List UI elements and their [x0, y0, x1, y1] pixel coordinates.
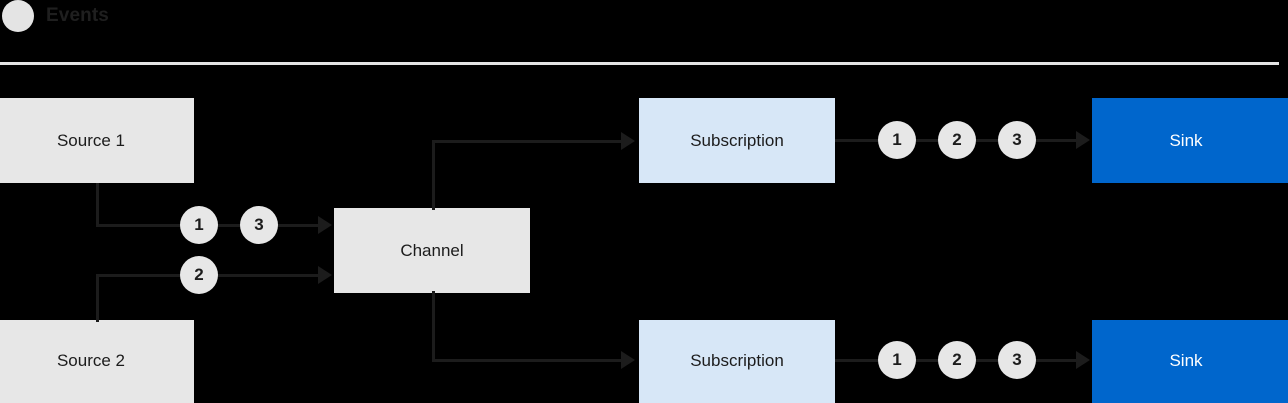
event-token-source-2-a[interactable]: 2 [180, 256, 218, 294]
edge-source-1-channel-arrowhead [318, 216, 332, 234]
edge-channel-subscription-1-arrowhead [621, 132, 635, 150]
edge-channel-subscription-1-segment-vertical [432, 140, 435, 210]
event-token-subscription-2-a[interactable]: 1 [878, 341, 916, 379]
node-channel[interactable]: Channel [334, 208, 530, 293]
node-source-1-label: Source 1 [56, 130, 126, 150]
node-subscription-2[interactable]: Subscription [639, 320, 835, 403]
node-sink-2[interactable]: Sink [1092, 320, 1288, 403]
node-source-2[interactable]: Source 2 [0, 320, 194, 403]
node-source-2-label: Source 2 [56, 350, 126, 370]
header-divider [0, 62, 1279, 65]
node-sink-2-label: Sink [1169, 350, 1203, 370]
edge-subscription-1-sink-1-arrowhead [1076, 131, 1090, 149]
edge-channel-subscription-2-segment-horizontal [432, 359, 623, 362]
event-token-subscription-2-c[interactable]: 3 [998, 341, 1036, 379]
edge-source-2-channel-segment-vertical [96, 274, 99, 322]
event-token-source-1-b[interactable]: 3 [240, 206, 278, 244]
edge-source-2-channel-arrowhead [318, 266, 332, 284]
event-token-source-1-a[interactable]: 1 [180, 206, 218, 244]
node-subscription-2-label: Subscription [690, 350, 784, 370]
node-subscription-1-label: Subscription [690, 130, 784, 150]
node-sink-1-label: Sink [1169, 130, 1203, 150]
node-sink-1[interactable]: Sink [1092, 98, 1288, 183]
node-subscription-1[interactable]: Subscription [639, 98, 835, 183]
events-legend-label: Events [46, 5, 109, 26]
event-token-subscription-1-a[interactable]: 1 [878, 121, 916, 159]
event-token-subscription-2-b[interactable]: 2 [938, 341, 976, 379]
node-source-1[interactable]: Source 1 [0, 98, 194, 183]
events-legend-circle-icon [2, 0, 34, 32]
node-channel-label: Channel [400, 240, 464, 260]
edge-channel-subscription-2-segment-vertical [432, 291, 435, 362]
event-token-subscription-1-c[interactable]: 3 [998, 121, 1036, 159]
edge-subscription-2-sink-2-arrowhead [1076, 351, 1090, 369]
edge-channel-subscription-1-segment-horizontal [432, 140, 623, 143]
event-token-subscription-1-b[interactable]: 2 [938, 121, 976, 159]
edge-channel-subscription-2-arrowhead [621, 351, 635, 369]
edge-source-1-channel-segment-vertical [96, 183, 99, 227]
